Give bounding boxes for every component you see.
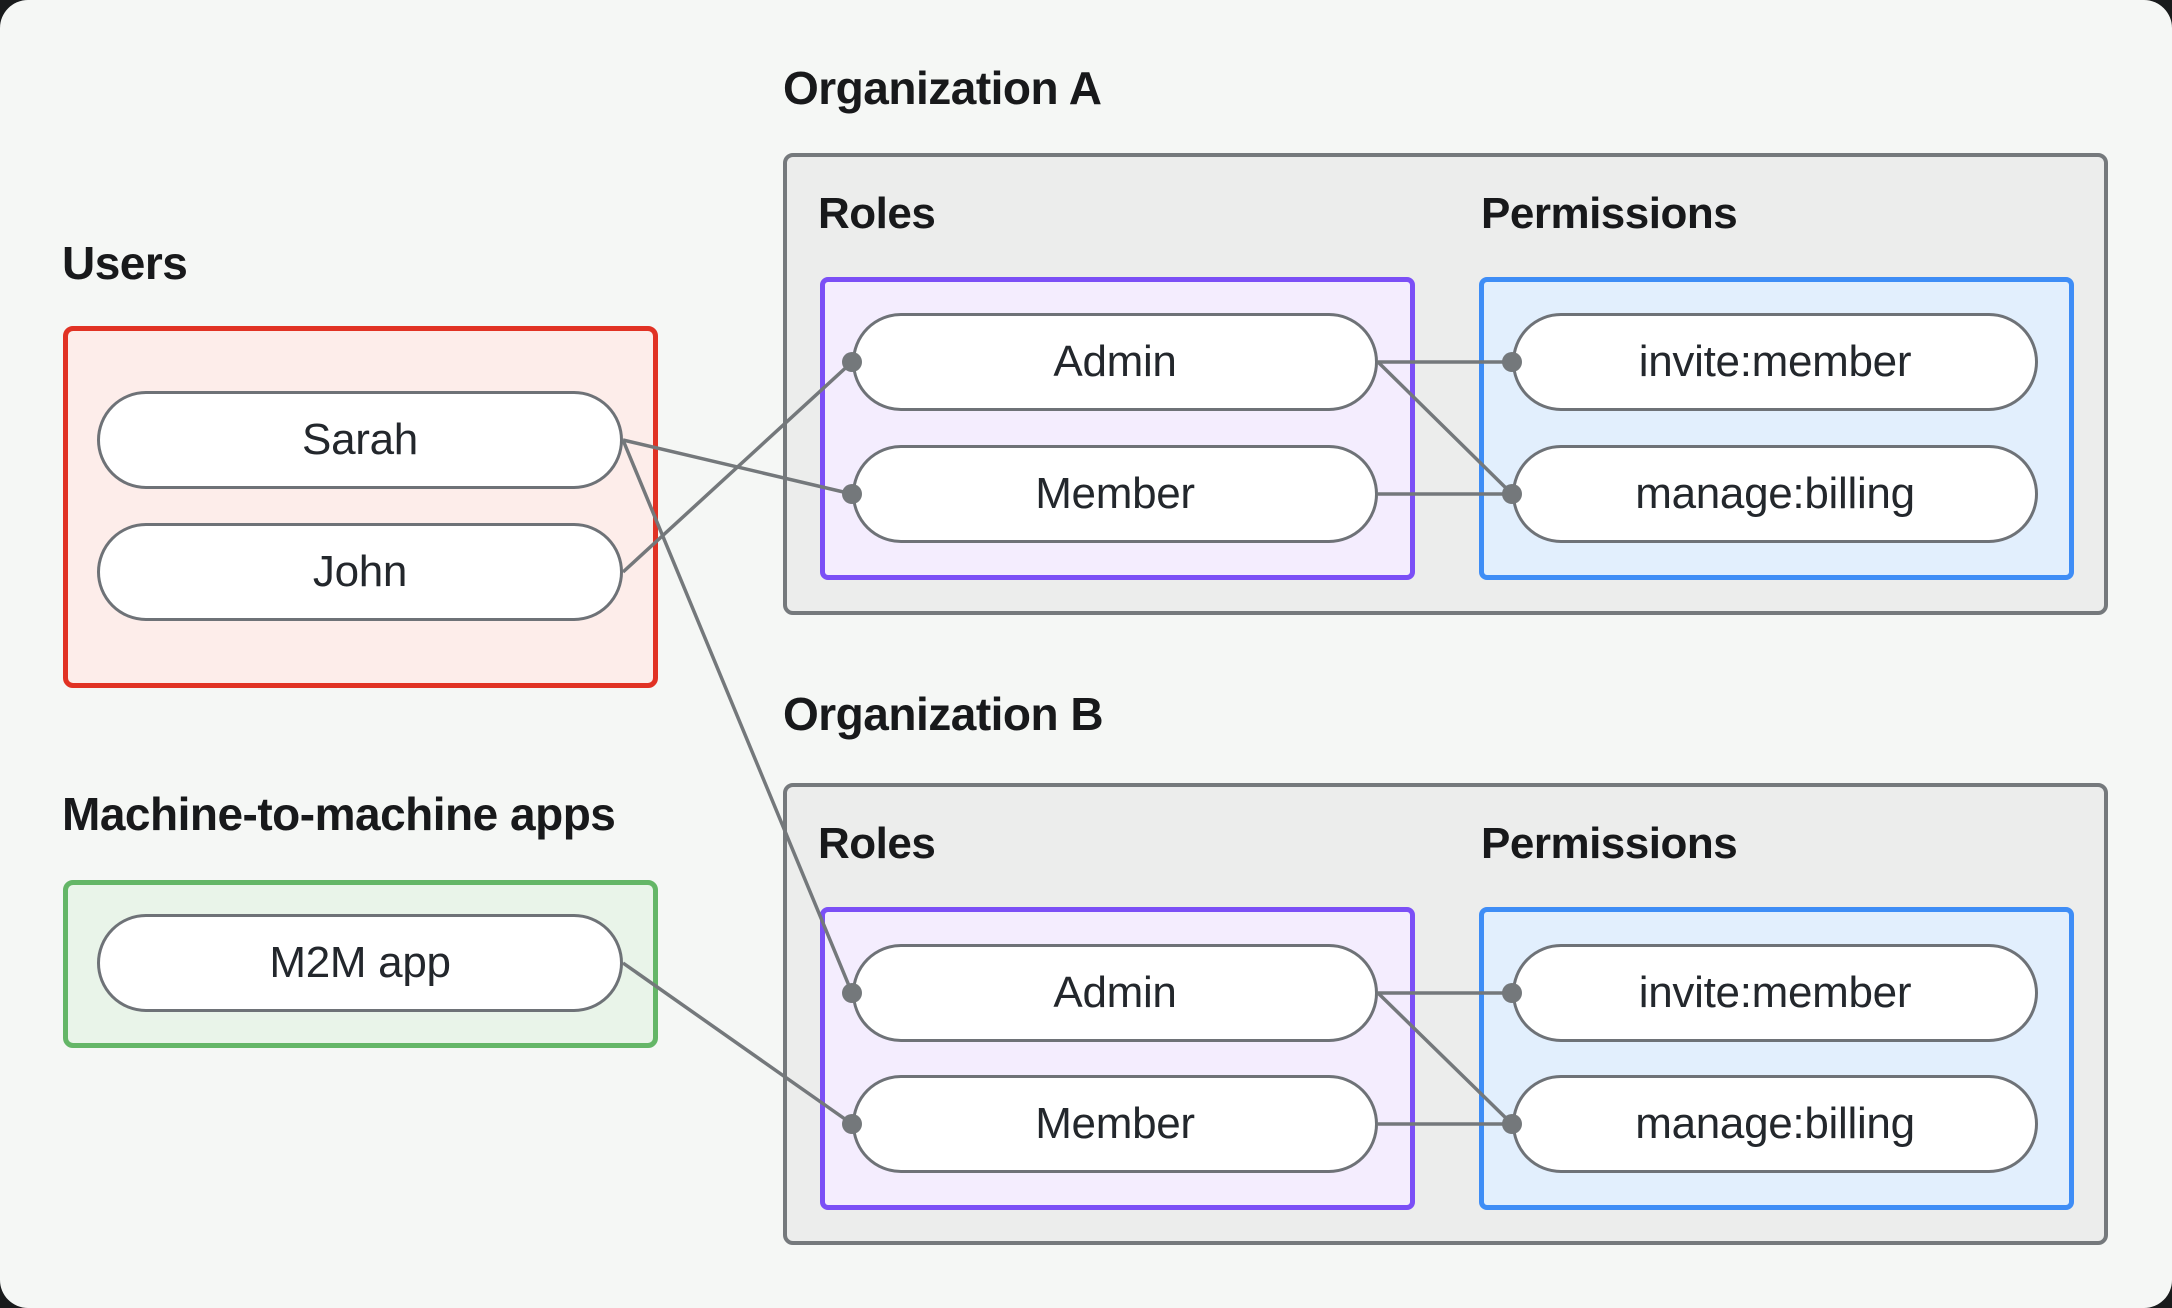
node-m2m-app: M2M app <box>97 914 623 1012</box>
org-a-roles-label: Roles <box>818 189 936 238</box>
node-org-b-admin: Admin <box>852 944 1378 1042</box>
node-org-b-invite-member: invite:member <box>1512 944 2038 1042</box>
users-group-label: Users <box>62 237 188 289</box>
node-org-a-invite-member: invite:member <box>1512 313 2038 411</box>
node-org-b-member: Member <box>852 1075 1378 1173</box>
m2m-group-label: Machine-to-machine apps <box>62 788 616 840</box>
org-b-permissions-label: Permissions <box>1481 819 1738 868</box>
node-org-a-member: Member <box>852 445 1378 543</box>
org-b-roles-label: Roles <box>818 819 936 868</box>
org-b-label: Organization B <box>783 688 1104 740</box>
node-org-b-manage-billing: manage:billing <box>1512 1075 2038 1173</box>
org-a-permissions-label: Permissions <box>1481 189 1738 238</box>
org-a-label: Organization A <box>783 62 1102 114</box>
node-org-a-manage-billing: manage:billing <box>1512 445 2038 543</box>
node-john: John <box>97 523 623 621</box>
node-org-a-admin: Admin <box>852 313 1378 411</box>
node-sarah: Sarah <box>97 391 623 489</box>
users-group-box <box>63 326 658 688</box>
